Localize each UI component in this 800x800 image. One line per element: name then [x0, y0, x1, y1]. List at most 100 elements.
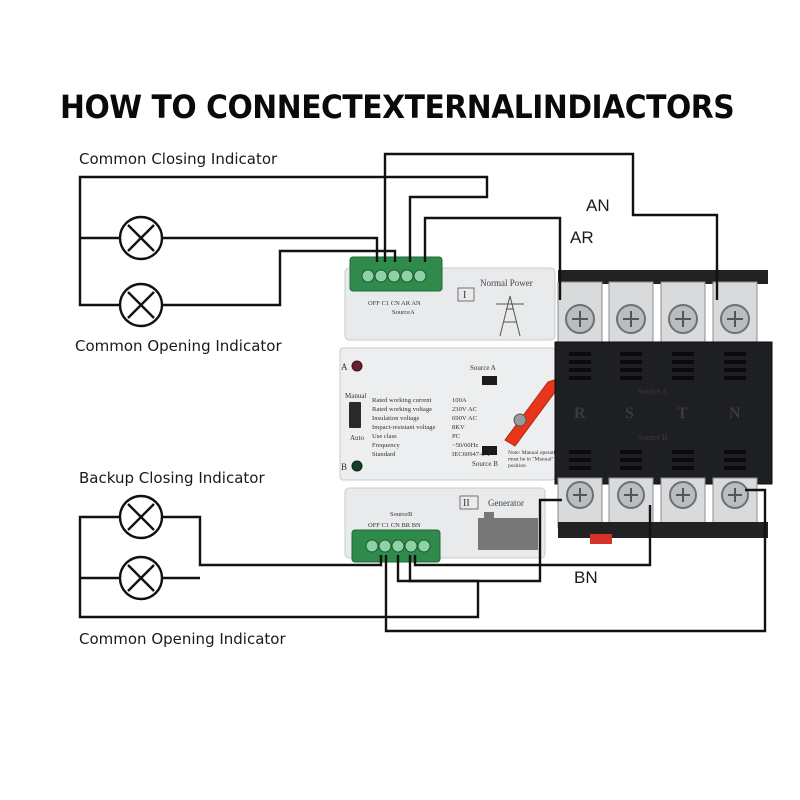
vent-slot [620, 376, 642, 380]
bottom-lug-cross [573, 488, 587, 502]
wire-ar [423, 216, 562, 300]
vent-slot [620, 368, 642, 372]
spec-value: ~50/60Hz [452, 442, 478, 449]
vent-slot [672, 450, 694, 454]
spec-value: IEC60947-6-1 [452, 451, 490, 458]
wire-opening-lamp-out [162, 249, 397, 307]
vent-slot [724, 368, 746, 372]
source-a-window [482, 376, 497, 385]
top-terminal-screws [361, 269, 427, 283]
wire-label-ar: AR [570, 228, 594, 247]
wire-bottom-loop [384, 488, 767, 633]
spec-label: Standard [372, 451, 396, 458]
switch-auto-label: Auto [350, 434, 365, 442]
vent-slot [672, 368, 694, 372]
source-b-window [482, 446, 497, 455]
wire-backup-opening [78, 555, 480, 619]
vent-slot [569, 466, 591, 470]
section-2-numeral: II [463, 498, 470, 509]
vent-slot [724, 458, 746, 462]
cover-letter: T [677, 405, 688, 422]
spec-label: Frequency [372, 442, 401, 449]
cover-letter: N [729, 405, 741, 422]
spec-value: 8KV [452, 424, 465, 431]
spec-label: Rated working current [372, 397, 431, 404]
vent-slot [569, 450, 591, 454]
spec-label: Impact-resistant voltage [372, 424, 436, 431]
note-line: position [508, 463, 526, 469]
generator-icon [478, 512, 538, 550]
spec-value: 690V AC [452, 415, 478, 422]
vent-slot [569, 368, 591, 372]
top-terminal-source: SourceA [392, 309, 415, 316]
indicator-b-label: B [341, 462, 347, 472]
vent-slot [672, 458, 694, 462]
indicator-a-label: A [341, 362, 348, 372]
top-busbar [558, 270, 768, 284]
lamp-backup-closing [118, 494, 164, 540]
label-common-opening-indicator-top: Common Opening Indicator [75, 337, 282, 355]
mode-switch[interactable] [349, 402, 361, 428]
source-b-label: Source B [472, 460, 498, 468]
vent-slot [672, 352, 694, 356]
spec-label: Use class [372, 433, 397, 440]
cover-source-b: Source B [638, 433, 668, 442]
vent-slot [569, 376, 591, 380]
wire-opening-common [78, 238, 119, 307]
vent-slot [724, 360, 746, 364]
bottom-terminal-source: SourceB [390, 511, 413, 518]
wire-closing-lamp-out [80, 236, 379, 262]
cover-letter: R [574, 405, 586, 422]
bottom-terminal-screws [365, 539, 431, 553]
spec-value: PC [452, 433, 461, 440]
vent-slot [724, 450, 746, 454]
wire-label-bn: BN [574, 568, 598, 587]
ats-device: OFF C1 CN AR AN SourceA I Normal Power A… [339, 256, 773, 563]
spec-value: 100A [452, 397, 467, 404]
vent-slot [672, 466, 694, 470]
label-backup-closing-indicator: Backup Closing Indicator [79, 469, 265, 487]
vent-slot [724, 352, 746, 356]
cover-letter: S [625, 405, 634, 422]
note-line: must be in "Manual" [508, 457, 554, 463]
note-line: Note: Manual operation [508, 450, 561, 456]
page-title: HOW TO CONNECTEXTERNALINDIACTORS [60, 88, 735, 126]
wire-an [383, 152, 719, 300]
vent-slot [620, 466, 642, 470]
cover-source-a: Source A [638, 387, 668, 396]
label-common-opening-indicator-bottom: Common Opening Indicator [79, 630, 286, 648]
vent-slot [620, 450, 642, 454]
spec-value: 230V AC [452, 406, 478, 413]
vent-slot [569, 352, 591, 356]
indicator-a-led [351, 360, 363, 372]
bottom-lug-cross [676, 488, 690, 502]
vent-slot [672, 376, 694, 380]
spec-label: Rated working voltage [372, 406, 432, 413]
top-lug-cross [623, 311, 639, 327]
lamp-common-opening-top [118, 282, 164, 328]
source-a-label: Source A [470, 364, 496, 372]
vent-slot [620, 458, 642, 462]
vent-slot [620, 360, 642, 364]
pylon-icon [496, 295, 524, 337]
wire-label-an: AN [586, 196, 610, 215]
top-lug-cross [727, 311, 743, 327]
vent-slot [620, 352, 642, 356]
bottom-terminal-labels: OFF C1 CN BR BN [368, 522, 421, 529]
vent-slot [672, 360, 694, 364]
indicator-b-led [351, 460, 363, 472]
wire-bn [408, 498, 652, 583]
vent-slot [724, 376, 746, 380]
top-lug-cross [572, 311, 588, 327]
section-1-numeral: I [463, 290, 466, 301]
wire-backup-closing [78, 515, 383, 578]
vent-slot [569, 458, 591, 462]
bottom-lugs [557, 477, 758, 529]
spec-label: Insulation voltage [372, 415, 420, 422]
top-terminal-labels: OFF C1 CN AR AN [368, 300, 421, 307]
spec-table: Rated working current 100A Rated working v… [372, 397, 490, 458]
bottom-lug-cross [624, 488, 638, 502]
vent-slot [724, 466, 746, 470]
